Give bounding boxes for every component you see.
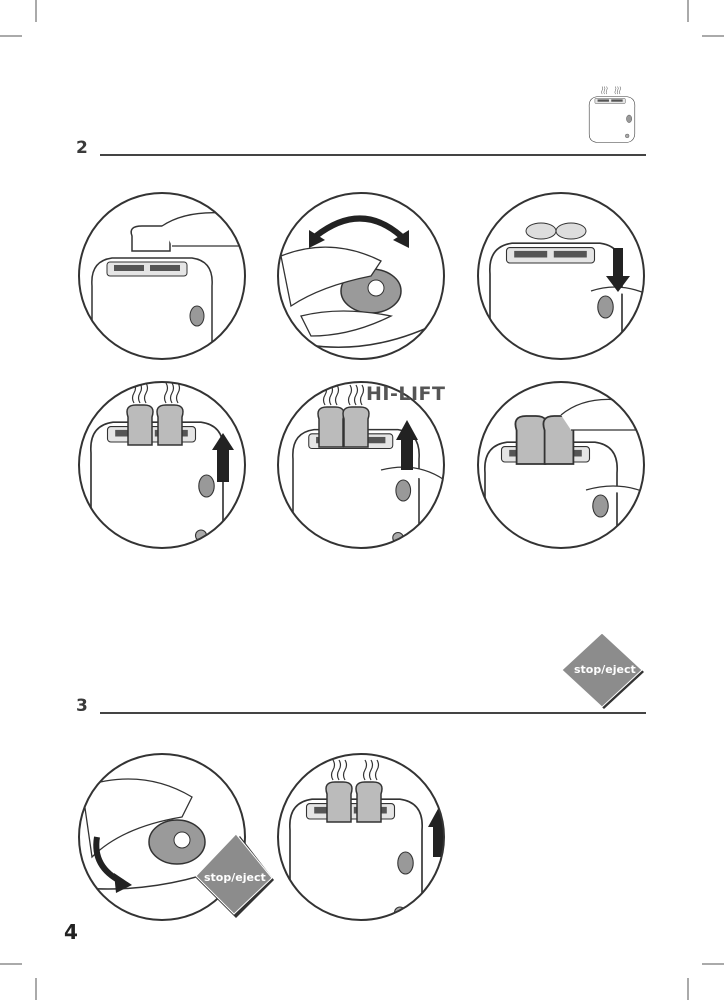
stop-eject-square-icon: [195, 833, 274, 918]
step-lower-lever-illustration: [477, 192, 645, 360]
section-divider: [100, 712, 646, 714]
section-number-3: 3: [76, 696, 88, 716]
step-remove-toast-illustration: [477, 381, 645, 549]
toaster-thumbnail-icon: [588, 86, 636, 143]
stop-eject-label: stop/eject: [574, 663, 636, 676]
hi-lift-label: HI-LIFT: [366, 383, 446, 405]
page-number: 4: [64, 920, 78, 944]
step-insert-bread-illustration: [78, 192, 246, 360]
section-number-2: 2: [76, 138, 88, 158]
stop-eject-label-small: stop/eject: [204, 871, 266, 884]
step-toast-popup-illustration: [78, 381, 246, 549]
step-stop-popup-illustration: [277, 753, 445, 921]
stop-eject-diamond-icon: [561, 632, 644, 709]
section-divider: [100, 154, 646, 156]
step-press-stop-illustration: [78, 753, 246, 921]
step-set-browning-illustration: [277, 192, 445, 360]
step-hi-lift-illustration: [277, 381, 445, 549]
